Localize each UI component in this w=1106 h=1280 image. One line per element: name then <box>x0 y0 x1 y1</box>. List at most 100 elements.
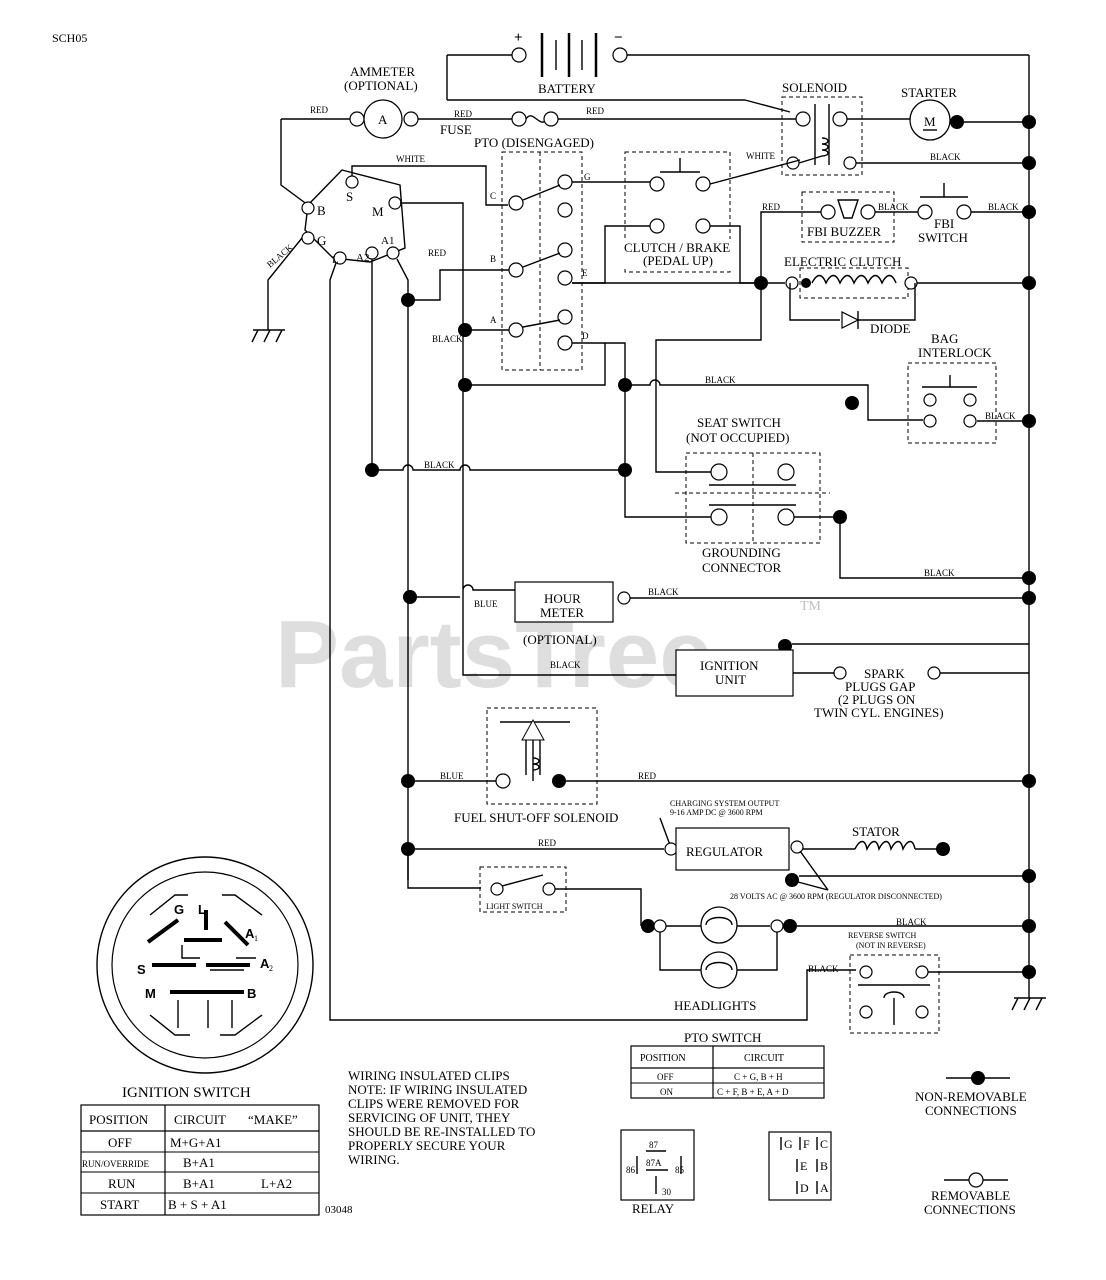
diode-label: DIODE <box>870 321 910 336</box>
spark-label-2: PLUGS GAP <box>845 679 915 694</box>
pto-row-position: OFF <box>657 1072 674 1082</box>
ignition-unit-label-2: UNIT <box>715 672 746 687</box>
relay-label: RELAY <box>632 1201 675 1216</box>
starter: STARTER M <box>901 85 1036 141</box>
wiring-note: WIRING INSULATED CLIPS NOTE: IF WIRING I… <box>348 1068 535 1167</box>
connector-letter: A <box>820 1181 829 1195</box>
connector-pinout: G F C E B D A <box>768 1131 832 1201</box>
wire-red-2: RED <box>454 109 473 119</box>
battery-plus: + <box>514 30 523 46</box>
clutch-brake-switch: CLUTCH / BRAKE (PEDAL UP) <box>617 151 739 273</box>
seat-label-1: SEAT SWITCH <box>697 415 781 430</box>
ground-bus <box>1011 58 1046 1011</box>
ign-row-position: START <box>100 1197 139 1212</box>
reverse-label-1: REVERSE SWITCH <box>848 931 916 940</box>
wire-red-fuel: RED <box>638 771 657 781</box>
bag-label-2: INTERLOCK <box>918 345 992 360</box>
charging-label-1: CHARGING SYSTEM OUTPUT <box>670 799 779 808</box>
light-switch-label: LIGHT SWITCH <box>486 902 543 911</box>
legend-nonremovable-1: NON-REMOVABLE <box>915 1089 1027 1104</box>
pto-switch-table: POSITION CIRCUIT OFF C + G, B + H ON C +… <box>630 1045 825 1099</box>
wire-black-seat: BLACK <box>924 568 955 578</box>
ign-header-position: POSITION <box>89 1112 149 1127</box>
light-switch: LIGHT SWITCH <box>479 866 567 913</box>
ign-row-position: RUN/OVERRIDE <box>82 1159 150 1169</box>
stator: STATOR <box>852 824 950 856</box>
ammeter-optional: (OPTIONAL) <box>344 78 418 93</box>
note-line: PROPERLY SECURE YOUR <box>348 1138 506 1153</box>
pto-A: A <box>490 315 497 325</box>
term-L: L <box>332 254 339 266</box>
legend-removable-2: CONNECTIONS <box>924 1202 1016 1217</box>
headlights-label: HEADLIGHTS <box>674 998 756 1013</box>
hour-meter-label-2: METER <box>540 605 584 620</box>
fbi-switch-label-2: SWITCH <box>918 230 968 245</box>
pto-row-position: ON <box>660 1087 673 1097</box>
regulator-label: REGULATOR <box>686 844 763 859</box>
wire-black-a2: BLACK <box>424 460 455 470</box>
wire-black-solenoid: BLACK <box>930 152 961 162</box>
pto-header-circuit: CIRCUIT <box>744 1053 784 1064</box>
wire-red-reg: RED <box>538 838 557 848</box>
wire-black-fbi: BLACK <box>878 202 909 212</box>
pto-row-circuit: C + F, B + E, A + D <box>717 1087 789 1097</box>
fuse: FUSE <box>440 111 559 137</box>
ign-header-make: “MAKE” <box>248 1112 298 1127</box>
hour-meter-label-1: HOUR <box>544 591 581 606</box>
electric-clutch: ELECTRIC CLUTCH <box>784 254 918 299</box>
legend-non-removable: NON-REMOVABLE CONNECTIONS <box>915 1071 1027 1118</box>
connector-letter: D <box>800 1181 809 1195</box>
ignition-switch-terminals: S M B G L A2 A1 <box>280 119 406 266</box>
note-line: SHOULD BE RE-INSTALLED TO <box>348 1124 535 1139</box>
watermark-tm: TM <box>800 599 822 614</box>
pto-E: E <box>582 268 588 278</box>
wire-blue-hour: BLUE <box>474 599 498 609</box>
relay-pin-30: 30 <box>662 1187 672 1197</box>
wire-white-solenoid: WHITE <box>746 151 775 161</box>
fuel-solenoid: FUEL SHUT-OFF SOLENOID <box>454 707 618 825</box>
ammeter-symbol: A <box>378 112 388 127</box>
pto-table-title: PTO SWITCH <box>684 1030 761 1045</box>
pto-B: B <box>490 254 496 264</box>
ign-row-circuit: M+G+A1 <box>170 1135 222 1150</box>
wire-black-head: BLACK <box>896 917 927 927</box>
relay-pin-86: 86 <box>626 1165 636 1175</box>
ign-row-position: OFF <box>108 1135 132 1150</box>
spark-label-4: TWIN CYL. ENGINES) <box>814 705 944 720</box>
ignition-unit-label-1: IGNITION <box>700 658 759 673</box>
fbi-buzzer: FBI BUZZER <box>801 191 895 243</box>
face-L: L <box>198 902 206 917</box>
term-A2: A2 <box>356 252 369 264</box>
connector-letter: F <box>803 1137 810 1151</box>
term-B: B <box>317 203 326 218</box>
note-line: WIRING INSULATED CLIPS <box>348 1068 510 1083</box>
relay-pin-87a: 87A <box>646 1158 662 1168</box>
ign-row-circuit: B + S + A1 <box>168 1197 227 1212</box>
connector-letter: G <box>784 1137 793 1151</box>
wire-black-bag-2: BLACK <box>985 411 1016 421</box>
seat-label-2: (NOT OCCUPIED) <box>686 430 789 445</box>
note-line: SERVICING OF UNIT, THEY <box>348 1110 511 1125</box>
connector-letter: B <box>820 1159 828 1173</box>
spark-label-1: SPARK <box>864 666 905 681</box>
battery-label: BATTERY <box>538 81 596 96</box>
wire-blue-fuel: BLUE <box>440 771 464 781</box>
ground-symbol-left <box>251 329 285 343</box>
wire-black-fbi-2: BLACK <box>988 202 1019 212</box>
face-B: B <box>247 986 256 1001</box>
stator-label: STATOR <box>852 824 900 839</box>
pto-switch: PTO (DISENGAGED) C G B E A D <box>474 135 594 371</box>
wire-red-fbi: RED <box>762 202 781 212</box>
battery-minus: − <box>614 30 623 46</box>
reverse-label-2: (NOT IN REVERSE) <box>856 941 926 950</box>
legend-nonremovable-2: CONNECTIONS <box>925 1103 1017 1118</box>
spark-plugs: SPARK PLUGS GAP (2 PLUGS ON TWIN CYL. EN… <box>814 666 944 720</box>
fbi-switch-label-1: FBI <box>934 216 954 231</box>
wire-black-pto: BLACK <box>432 334 463 344</box>
grounding-label-1: GROUNDING <box>702 545 781 560</box>
ammeter: AMMETER (OPTIONAL) A <box>344 64 419 139</box>
face-A1-sub: 1 <box>254 934 258 943</box>
legend-removable: REMOVABLE CONNECTIONS <box>924 1172 1016 1217</box>
connector-letter: E <box>800 1159 807 1173</box>
ignition-switch-title: IGNITION SWITCH <box>122 1085 251 1101</box>
